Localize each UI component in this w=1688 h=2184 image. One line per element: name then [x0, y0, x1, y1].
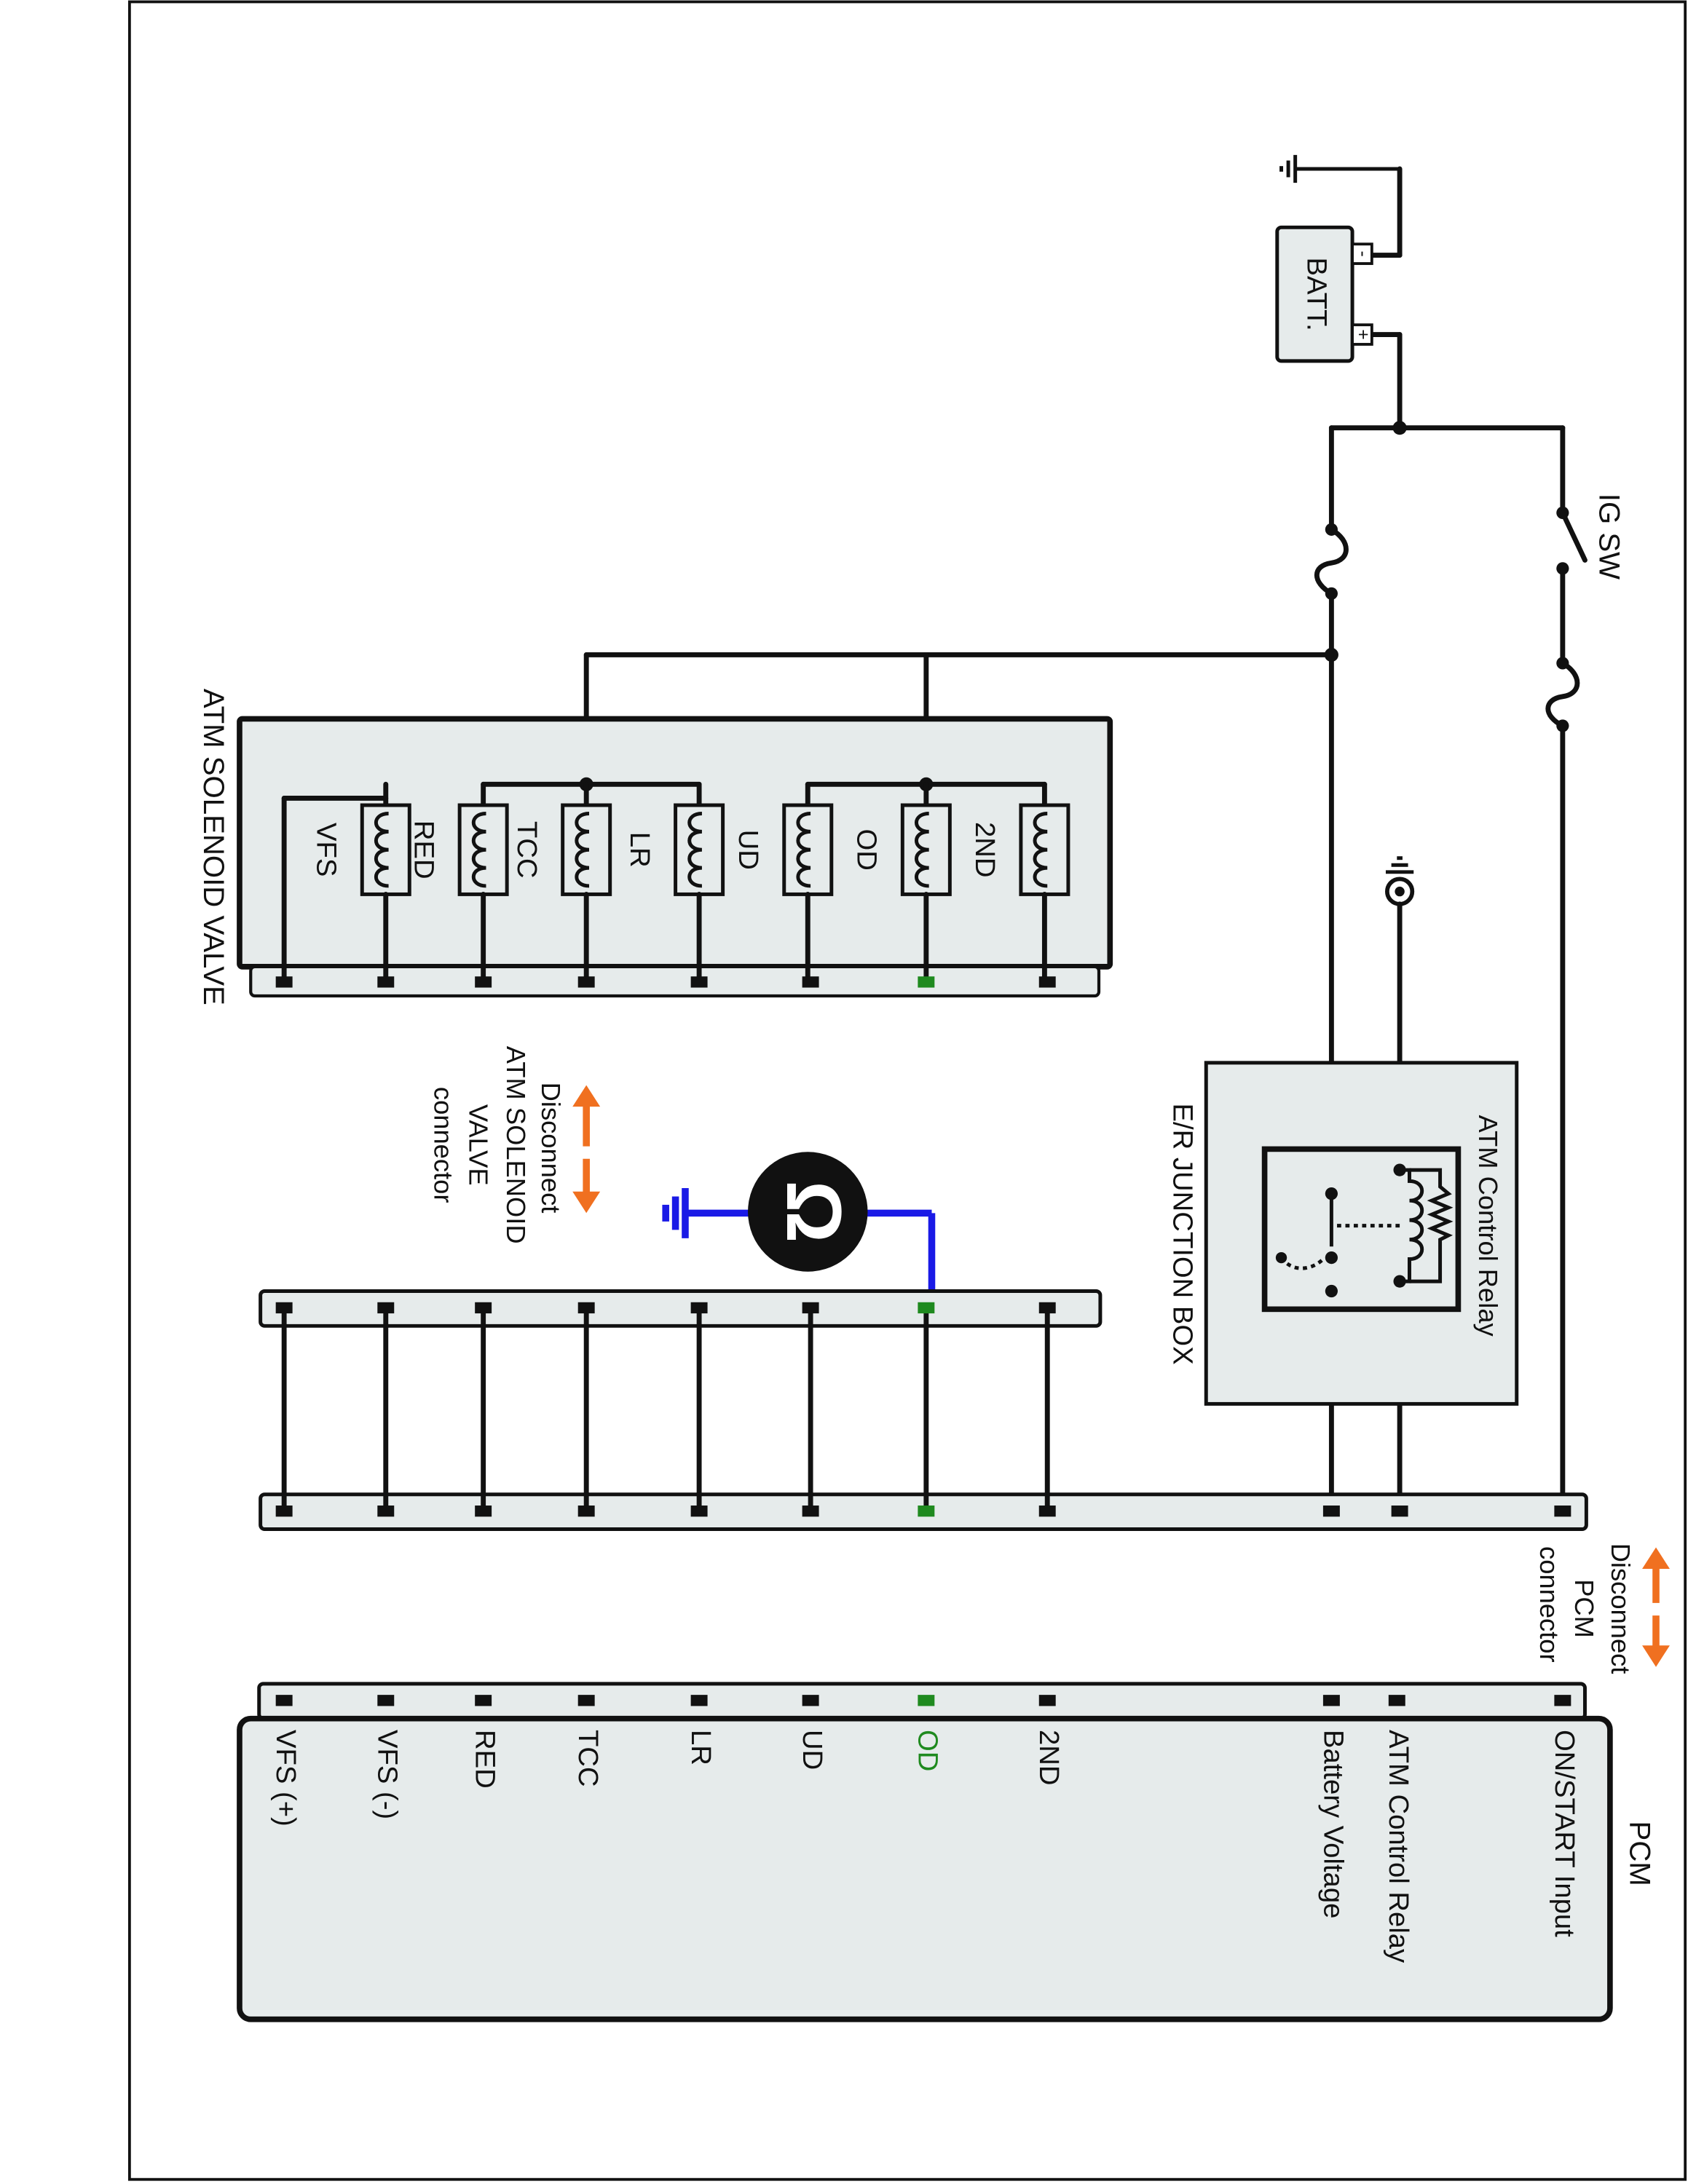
- solenoid-lr: LR: [624, 781, 725, 985]
- harness-pin-b: [577, 1506, 595, 1517]
- ohmmeter-symbol: Ω: [770, 1181, 858, 1243]
- relay-resistor: [1409, 1168, 1454, 1283]
- harness-pin-a: [918, 1302, 935, 1314]
- pcm-terminal-label: OD: [912, 1730, 944, 1771]
- pcm-pin: [475, 1695, 492, 1706]
- pcm-terminal-label: Battery Voltage: [1317, 1730, 1349, 1918]
- pcm-pin: [1388, 1695, 1405, 1706]
- battery-label: BATT.: [1301, 257, 1332, 331]
- pcm-pin: [1322, 1695, 1340, 1706]
- disconnect-pcm-line3: connector: [1534, 1546, 1564, 1663]
- disconnect-arrow-solenoid: [572, 1085, 601, 1214]
- disconnect-solenoid-line1: Disconnect: [536, 1083, 566, 1214]
- pcm-terminal-label: VFS (-): [372, 1730, 403, 1819]
- harness-pin-b: [1038, 1506, 1056, 1517]
- harness-pin-a: [377, 1302, 395, 1314]
- disconnect-arrow-pcm: [1642, 1547, 1670, 1667]
- disconnect-pcm-line2: PCM: [1569, 1579, 1599, 1638]
- pcm-pin: [577, 1695, 595, 1706]
- solenoid-connector-strip: [249, 965, 1101, 998]
- battery-minus-label: -: [1353, 251, 1373, 257]
- harness-pin-a: [690, 1302, 708, 1314]
- junction-box-label: E/R JUNCTION BOX: [1167, 1104, 1199, 1365]
- battery-plus-label: +: [1353, 329, 1373, 340]
- pcm-terminal-label: 2ND: [1033, 1730, 1065, 1786]
- pcm-terminal-label: LR: [685, 1730, 717, 1765]
- junction-box: ATM Control Relay E/R JUNCTION BOX: [1167, 1061, 1519, 1406]
- pcm-terminal-label: UD: [797, 1730, 828, 1770]
- harness-wires: [275, 1302, 1571, 1517]
- solenoid-pin: [918, 976, 935, 988]
- pcm-terminal-label: VFS (+): [270, 1730, 301, 1827]
- relay-coil: [1400, 1168, 1424, 1283]
- solenoid-pin: [475, 976, 492, 988]
- solenoid-pin: [275, 976, 293, 988]
- pcm-label: PCM: [1624, 1821, 1657, 1886]
- harness-pin-b: [377, 1506, 395, 1517]
- harness-pin-b: [475, 1506, 492, 1517]
- solenoid-pin: [802, 976, 819, 988]
- solenoid-label-tcc: TCC: [511, 821, 543, 879]
- fuse-ig: [1545, 660, 1580, 729]
- pcm-terminal-label: RED: [470, 1730, 501, 1789]
- ohmmeter: Ω: [662, 1152, 936, 1307]
- harness-pin-b: [1322, 1506, 1340, 1517]
- solenoid-ud: UD: [733, 781, 834, 985]
- harness-pin-b: [275, 1506, 293, 1517]
- pcm-pin: [275, 1695, 293, 1706]
- pcm-pin: [690, 1695, 708, 1706]
- solenoid-label-lr: LR: [624, 832, 655, 868]
- pcm-pin: [802, 1695, 819, 1706]
- solenoid-od: OD: [851, 781, 952, 985]
- solenoid-pin: [690, 976, 708, 988]
- harness-pin-a: [1038, 1302, 1056, 1314]
- harness-pin-b: [918, 1506, 935, 1517]
- disconnect-pcm-line1: Disconnect: [1606, 1543, 1636, 1674]
- pcm-terminal-label: ON/START Input: [1549, 1730, 1580, 1937]
- solenoid-2nd: 2ND: [969, 781, 1070, 985]
- fuse-batt: [1314, 526, 1349, 596]
- harness-pin-a: [275, 1302, 293, 1314]
- ground-symbol-battery: [1279, 154, 1400, 183]
- solenoid-red: RED: [408, 781, 509, 985]
- harness-pin-b: [802, 1506, 819, 1517]
- solenoid-label-red: RED: [408, 820, 439, 879]
- ig-switch-label: IG SW: [1593, 494, 1625, 579]
- ohmmeter-dial: [748, 1152, 868, 1272]
- pcm-terminals: ON/START Input ATM Control Relay Battery V…: [270, 1695, 1580, 1963]
- disconnect-solenoid-line4: connector: [429, 1087, 459, 1203]
- solenoid-tcc: TCC: [511, 781, 612, 985]
- ig-switch-blade: [1560, 510, 1588, 563]
- solenoid-valve-label: ATM SOLENOID VALVE: [197, 689, 230, 1005]
- solenoid-pin: [377, 976, 395, 988]
- pcm-pin: [1038, 1695, 1056, 1706]
- harness-pin-a: [577, 1302, 595, 1314]
- harness-pin-a: [475, 1302, 492, 1314]
- battery: - + BATT.: [1275, 225, 1373, 363]
- solenoid-vfs: VFS: [311, 781, 411, 985]
- solenoid-label-ud: UD: [733, 830, 764, 870]
- disconnect-solenoid-line3: VALVE: [463, 1104, 493, 1186]
- harness-pin-b: [1554, 1506, 1571, 1517]
- solenoid-label-vfs: VFS: [311, 823, 342, 877]
- pcm-pin: [918, 1695, 935, 1706]
- harness-pin-a: [802, 1302, 819, 1314]
- pcm-terminal-label: TCC: [572, 1730, 604, 1787]
- pcm-pin: [377, 1695, 395, 1706]
- solenoid-pin: [577, 976, 595, 988]
- disconnect-solenoid-line2: ATM SOLENOID: [501, 1046, 531, 1244]
- pcm-body: [237, 1715, 1613, 2022]
- pcm-terminal-label: ATM Control Relay: [1383, 1730, 1414, 1963]
- solenoid-coils: 2ND OD UD LR TCC RED VFS: [275, 781, 1070, 988]
- solenoid-label-od: OD: [851, 829, 883, 871]
- harness-pin-b: [690, 1506, 708, 1517]
- harness-pin-b: [1391, 1506, 1408, 1517]
- relay-label: ATM Control Relay: [1473, 1115, 1503, 1337]
- pcm-pin: [1554, 1695, 1571, 1706]
- harness-connector-a: [259, 1289, 1103, 1328]
- solenoid-pin: [1038, 976, 1056, 988]
- solenoid-label-2nd: 2ND: [969, 822, 1001, 878]
